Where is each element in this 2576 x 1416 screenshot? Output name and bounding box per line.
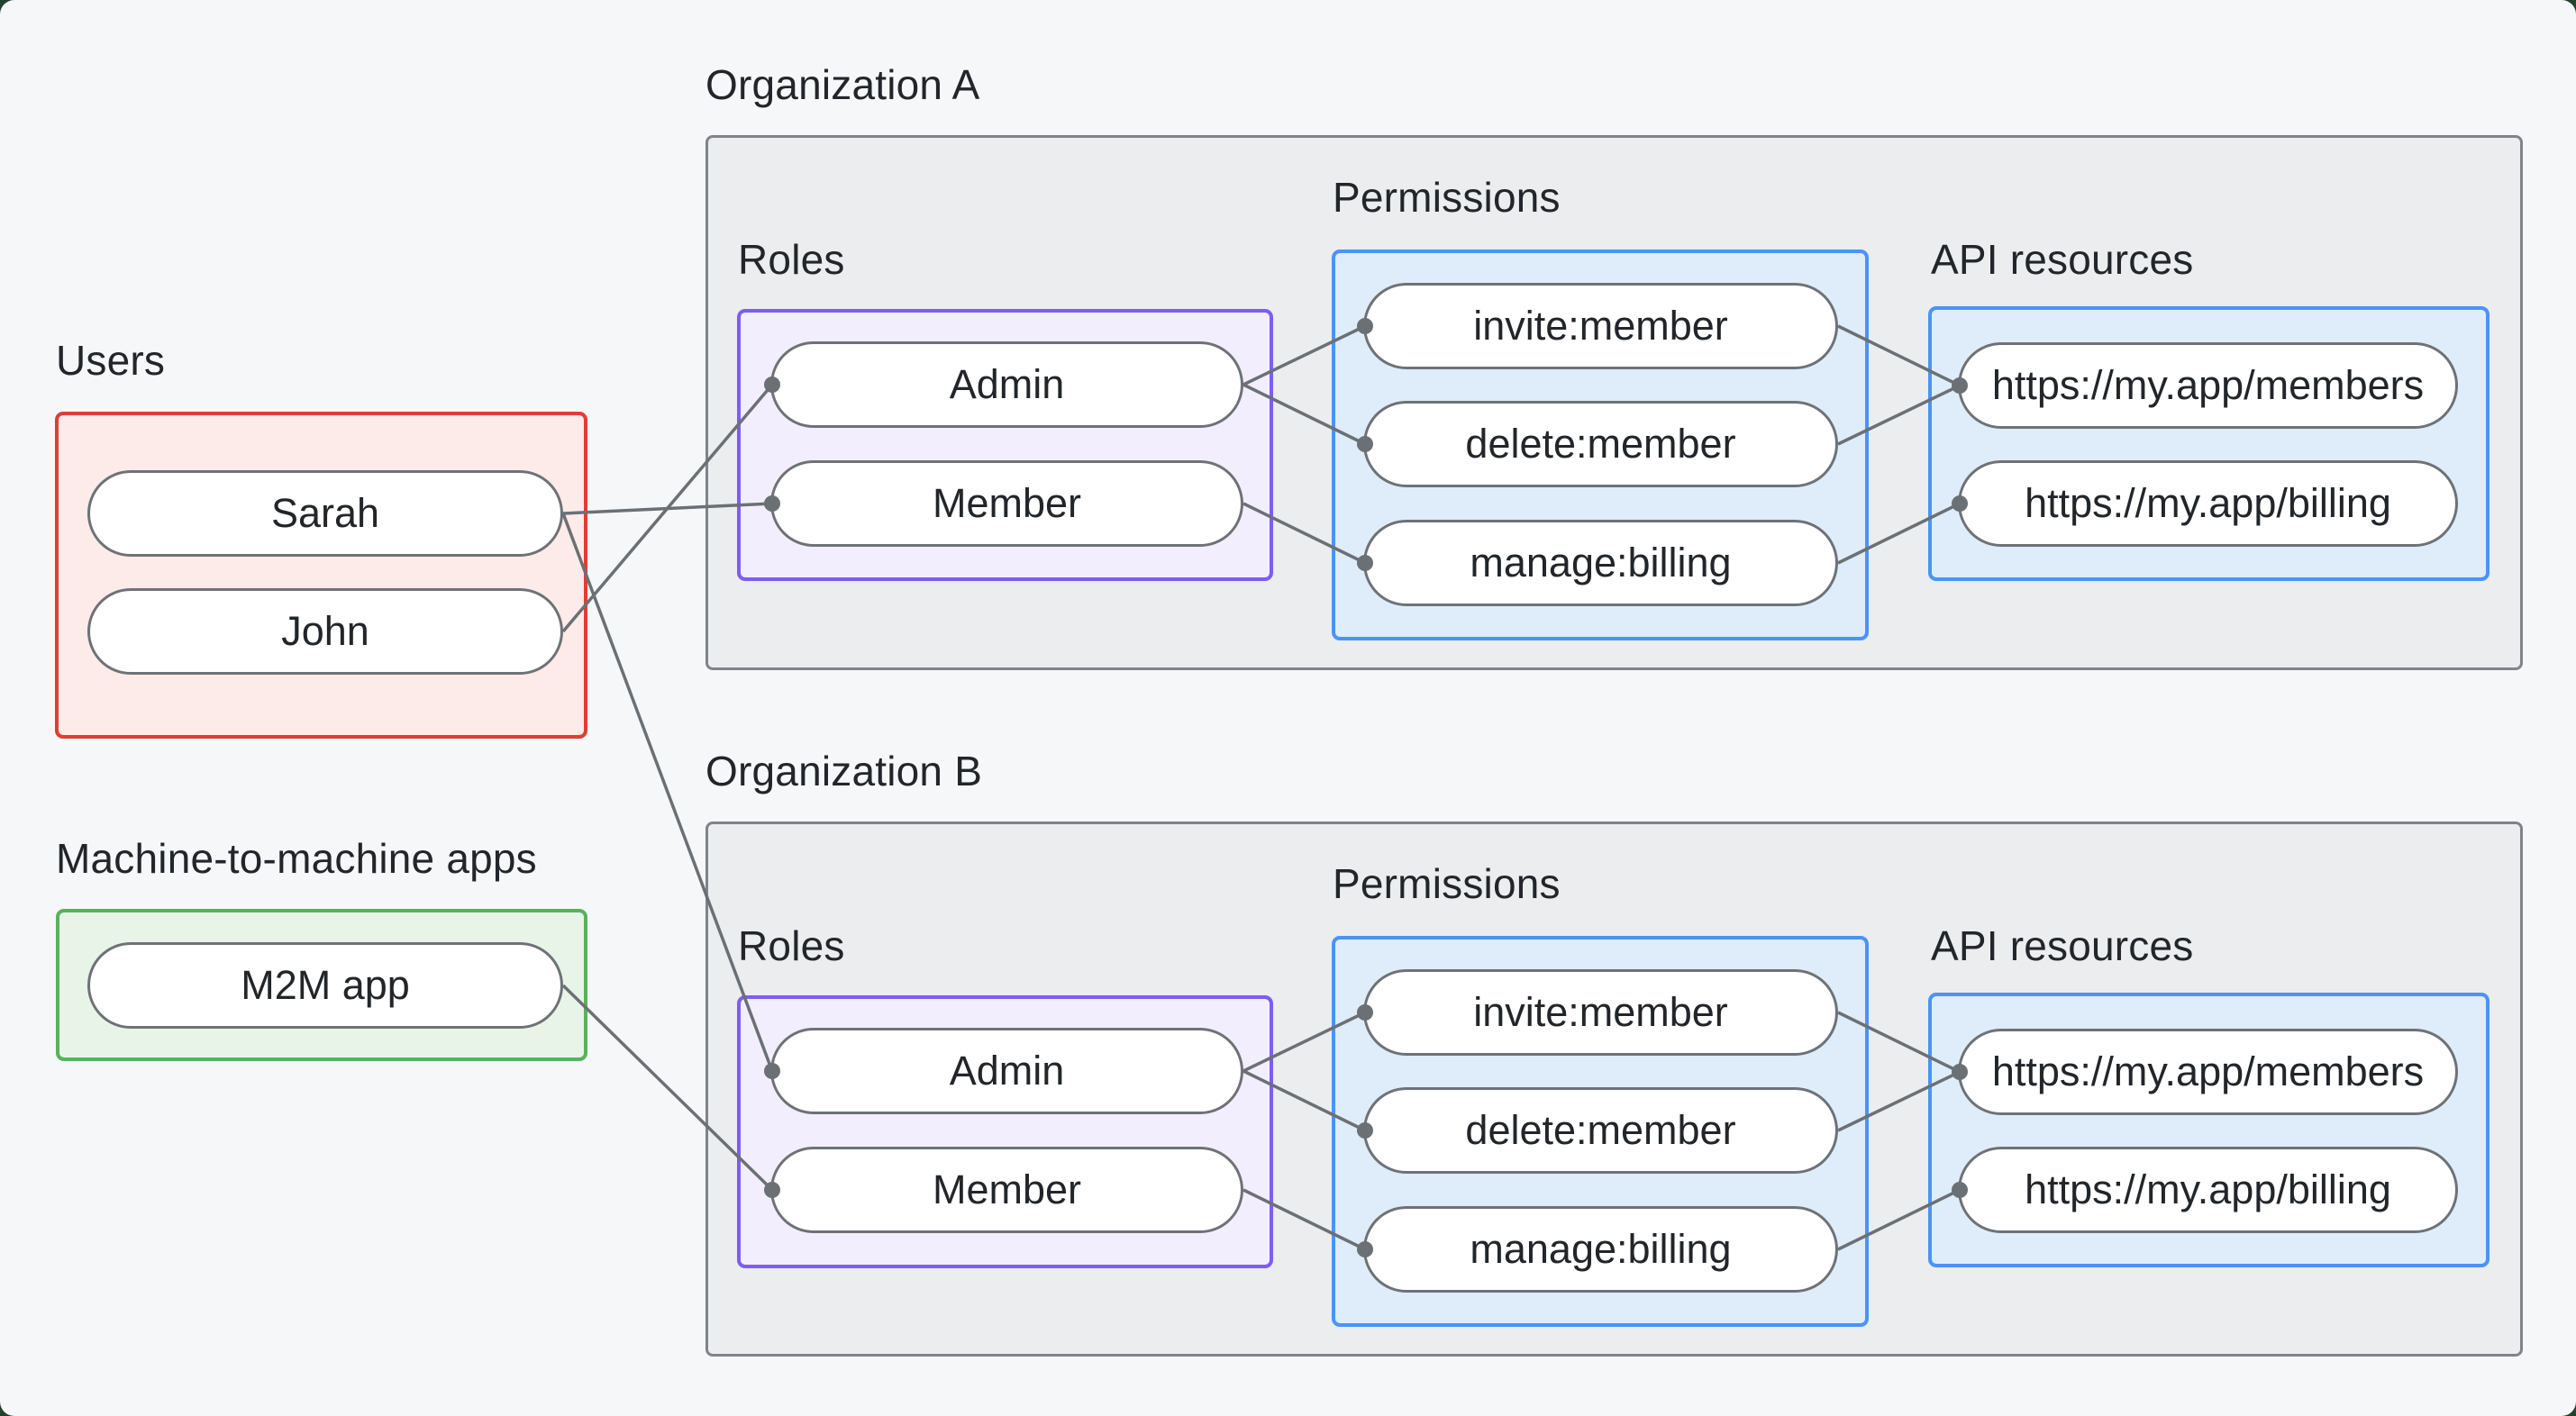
users-group-box [55,412,587,739]
users-group-label: Users [56,337,166,384]
org-b-api-label: API resources [1931,922,2194,969]
org-a-permission-delete-member: delete:member [1363,401,1838,487]
org-a-permission-invite-member: invite:member [1363,283,1838,369]
org-b-title: Organization B [705,748,983,794]
org-b-roles-label: Roles [738,922,845,969]
org-a-role-member: Member [770,460,1243,547]
org-b-permission-delete-member: delete:member [1363,1087,1838,1174]
org-b-role-admin: Admin [770,1028,1243,1114]
org-a-api-billing: https://my.app/billing [1958,460,2458,547]
org-b-api-billing: https://my.app/billing [1958,1147,2458,1233]
org-a-permissions-label: Permissions [1333,174,1561,221]
m2m-group-label: Machine-to-machine apps [56,835,537,882]
org-a-title: Organization A [705,61,980,108]
org-b-permissions-label: Permissions [1333,860,1561,907]
org-a-roles-label: Roles [738,236,845,283]
m2m-app-node: M2M app [87,942,563,1029]
org-a-api-label: API resources [1931,236,2194,283]
org-b-permission-invite-member: invite:member [1363,969,1838,1056]
user-node-sarah: Sarah [87,470,563,557]
org-a-role-admin: Admin [770,341,1243,428]
org-b-permission-manage-billing: manage:billing [1363,1206,1838,1293]
org-a-permission-manage-billing: manage:billing [1363,520,1838,606]
org-a-api-members: https://my.app/members [1958,342,2458,429]
user-node-john: John [87,588,563,675]
org-b-role-member: Member [770,1147,1243,1233]
org-b-api-members: https://my.app/members [1958,1029,2458,1115]
